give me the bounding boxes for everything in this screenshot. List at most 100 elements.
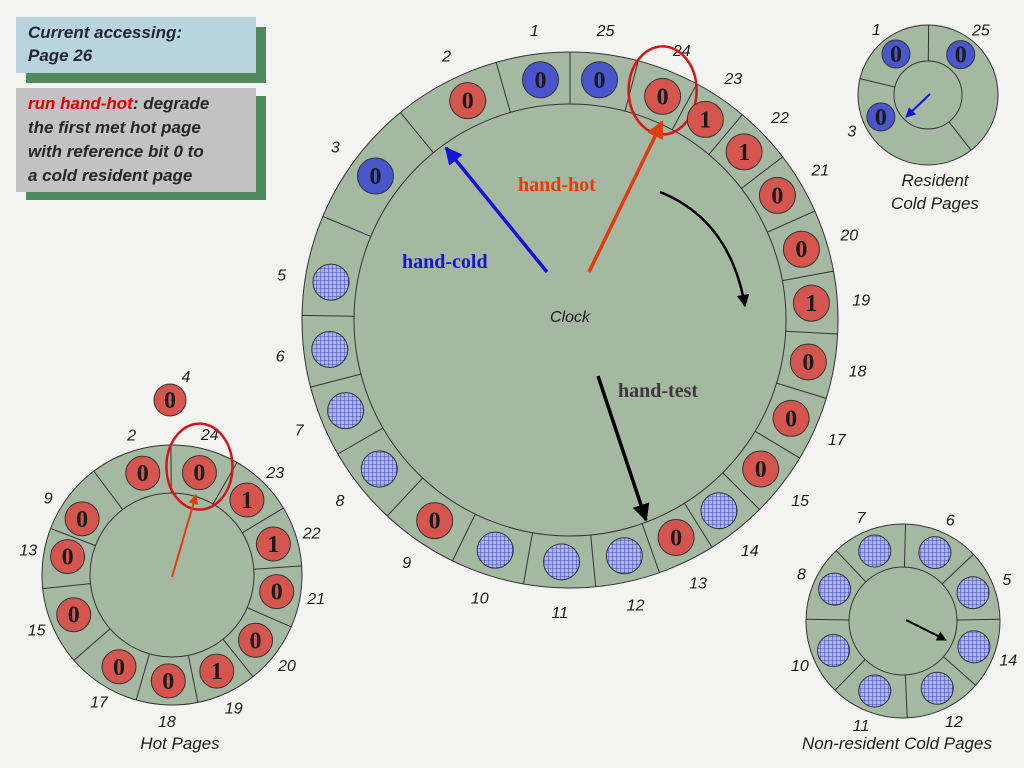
page-bit: 0 [535,68,547,94]
page-label-21: 21 [306,591,325,608]
slot-divider [135,653,150,701]
page-hot-21 [259,574,295,610]
page-bit: 1 [241,488,253,514]
highlight-circle [165,422,234,511]
slot-divider [302,314,355,317]
page-bit: 0 [271,580,283,606]
slot-divider [495,62,511,113]
page-bit: 0 [955,43,967,69]
rotation-arrow [659,190,750,308]
page-hot-9 [416,502,454,540]
hand-hot [587,120,664,273]
note-line2: the first met hot page [28,118,201,137]
page-nonres-5 [312,263,350,301]
page-label-11: 11 [552,605,569,622]
page-hot-19 [199,653,235,689]
page-bit: 0 [890,42,902,68]
page-bit: 0 [250,628,262,654]
note-highlight: run hand-hot [28,94,133,113]
slot-divider [337,427,384,455]
main-clock-label: Clock [550,309,591,326]
page-hot-23 [229,482,265,518]
page-bit: 0 [657,84,669,110]
page-hot-22 [255,526,291,562]
current-access-line1: Current accessing: [28,23,182,42]
slot-divider [386,477,424,517]
page-hot-18 [150,663,186,699]
page-label-5: 5 [1002,572,1011,589]
page-nonres-5 [956,576,990,610]
page-label-4: 4 [182,369,191,386]
page-label-24: 24 [200,427,219,444]
page-bit: 0 [802,350,814,376]
slot-divider [624,60,639,112]
page-label-19: 19 [852,293,870,310]
page-bit: 0 [429,509,441,535]
slot-divider [903,524,907,568]
page-label-7: 7 [857,510,867,527]
note-line1: run hand-hot: degrade [28,92,256,116]
page-label-15: 15 [28,623,46,640]
slot-divider [452,513,476,562]
page-hot-24 [181,455,217,491]
note-line1-rest: : degrade [132,94,210,113]
page-nonres-7 [858,534,892,568]
page-label-11: 11 [853,718,870,735]
page-nonres-14 [700,492,738,530]
page-label-12: 12 [945,714,963,731]
page-cold-25 [580,61,618,99]
slot-divider [859,78,896,88]
page-nonres-12 [920,671,954,705]
page-bit: 0 [795,237,807,263]
page-label-8: 8 [797,567,806,584]
page-label-9: 9 [402,555,411,572]
page-nonres-6 [918,536,952,570]
slot-divider [741,156,783,189]
page-bit: 0 [113,655,125,681]
page-bit: 0 [462,89,474,115]
page-bit: 0 [162,669,174,695]
page-label-9: 9 [44,491,53,508]
slot-divider [782,270,834,282]
page-label-7: 7 [295,422,305,439]
page-nonres-14 [957,630,991,664]
page-bit: 0 [785,406,797,432]
page-bit: 0 [771,183,783,209]
page-bit: 0 [164,388,176,414]
page-label-20: 20 [277,658,296,675]
page-bit: 0 [193,461,205,487]
page-label-18: 18 [158,714,176,731]
slot-divider [948,121,972,151]
page-label-25: 25 [596,23,615,40]
hand-test [596,375,650,522]
page-bit: 0 [68,603,80,629]
page-hot-13 [50,539,86,575]
hand-cold-label: hand-cold [402,251,488,273]
page-label-19: 19 [225,700,243,717]
page-label-5: 5 [277,267,286,284]
slot-divider [641,523,660,573]
page-hot-21 [758,176,796,214]
nonresident-caption: Non-resident Cold Pages [802,734,992,753]
page-label-22: 22 [302,525,321,542]
page-label-18: 18 [849,364,867,381]
slot-divider [806,618,850,621]
page-hot-17 [772,399,810,437]
slot-divider [73,628,111,661]
page-label-23: 23 [265,465,284,482]
slot-divider [522,532,533,585]
slot-divider [835,550,867,583]
page-label-15: 15 [791,493,809,510]
page-cold-3 [866,102,896,132]
slot-divider [253,565,302,570]
note-line4: a cold resident page [28,166,193,185]
page-label-2: 2 [441,48,451,65]
page-label-14: 14 [999,652,1017,669]
page-label-17: 17 [90,694,109,711]
page-label-2: 2 [126,428,136,445]
page-label-17: 17 [828,432,847,449]
page-nonres-12 [605,537,643,575]
slot-divider [322,215,371,237]
page-label-1: 1 [872,22,881,39]
